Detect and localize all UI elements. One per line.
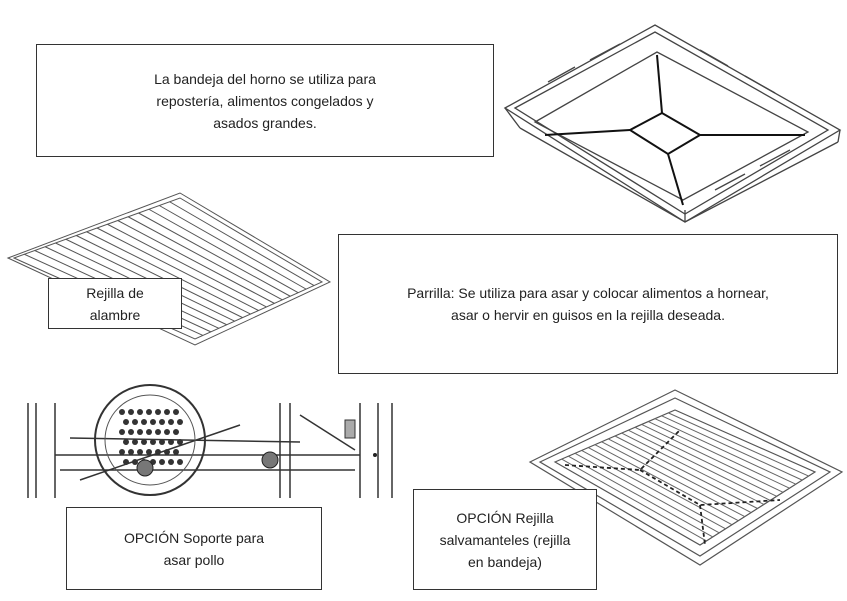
- wire-rack-caption-line-2: alambre: [89, 306, 141, 323]
- wire-rack-caption-box: Rejilla de alambre: [48, 278, 182, 329]
- chicken-holder-caption-box: OPCIÓN Soporte para asar pollo: [66, 507, 322, 590]
- grill-caption-box: Parrilla: Se utiliza para asar y colocar…: [338, 234, 838, 374]
- grill-caption-line-2: asar o hervir en guisos en la rejilla de…: [451, 307, 725, 323]
- wire-rack-caption-line-1: Rejilla de: [86, 284, 144, 301]
- tray-rack-caption-line-1: OPCIÓN Rejilla: [456, 509, 554, 526]
- grill-caption-line-1: Parrilla: Se utiliza para asar y colocar…: [407, 285, 769, 301]
- tray-caption-box: La bandeja del horno se utiliza para rep…: [36, 44, 494, 157]
- chicken-holder-caption-line-2: asar pollo: [163, 551, 225, 568]
- tray-caption-line-3: asados grandes.: [213, 114, 317, 131]
- tray-rack-caption-line-3: en bandeja): [468, 553, 542, 570]
- chicken-holder-caption-line-1: OPCIÓN Soporte para: [123, 529, 265, 546]
- tray-caption-line-1: La bandeja del horno se utiliza para: [154, 70, 376, 87]
- tray-rack-caption-box: OPCIÓN Rejilla salvamanteles (rejilla en…: [413, 489, 597, 590]
- tray-caption-line-2: repostería, alimentos congelados y: [156, 92, 374, 109]
- tray-rack-caption-line-2: salvamanteles (rejilla: [439, 531, 571, 548]
